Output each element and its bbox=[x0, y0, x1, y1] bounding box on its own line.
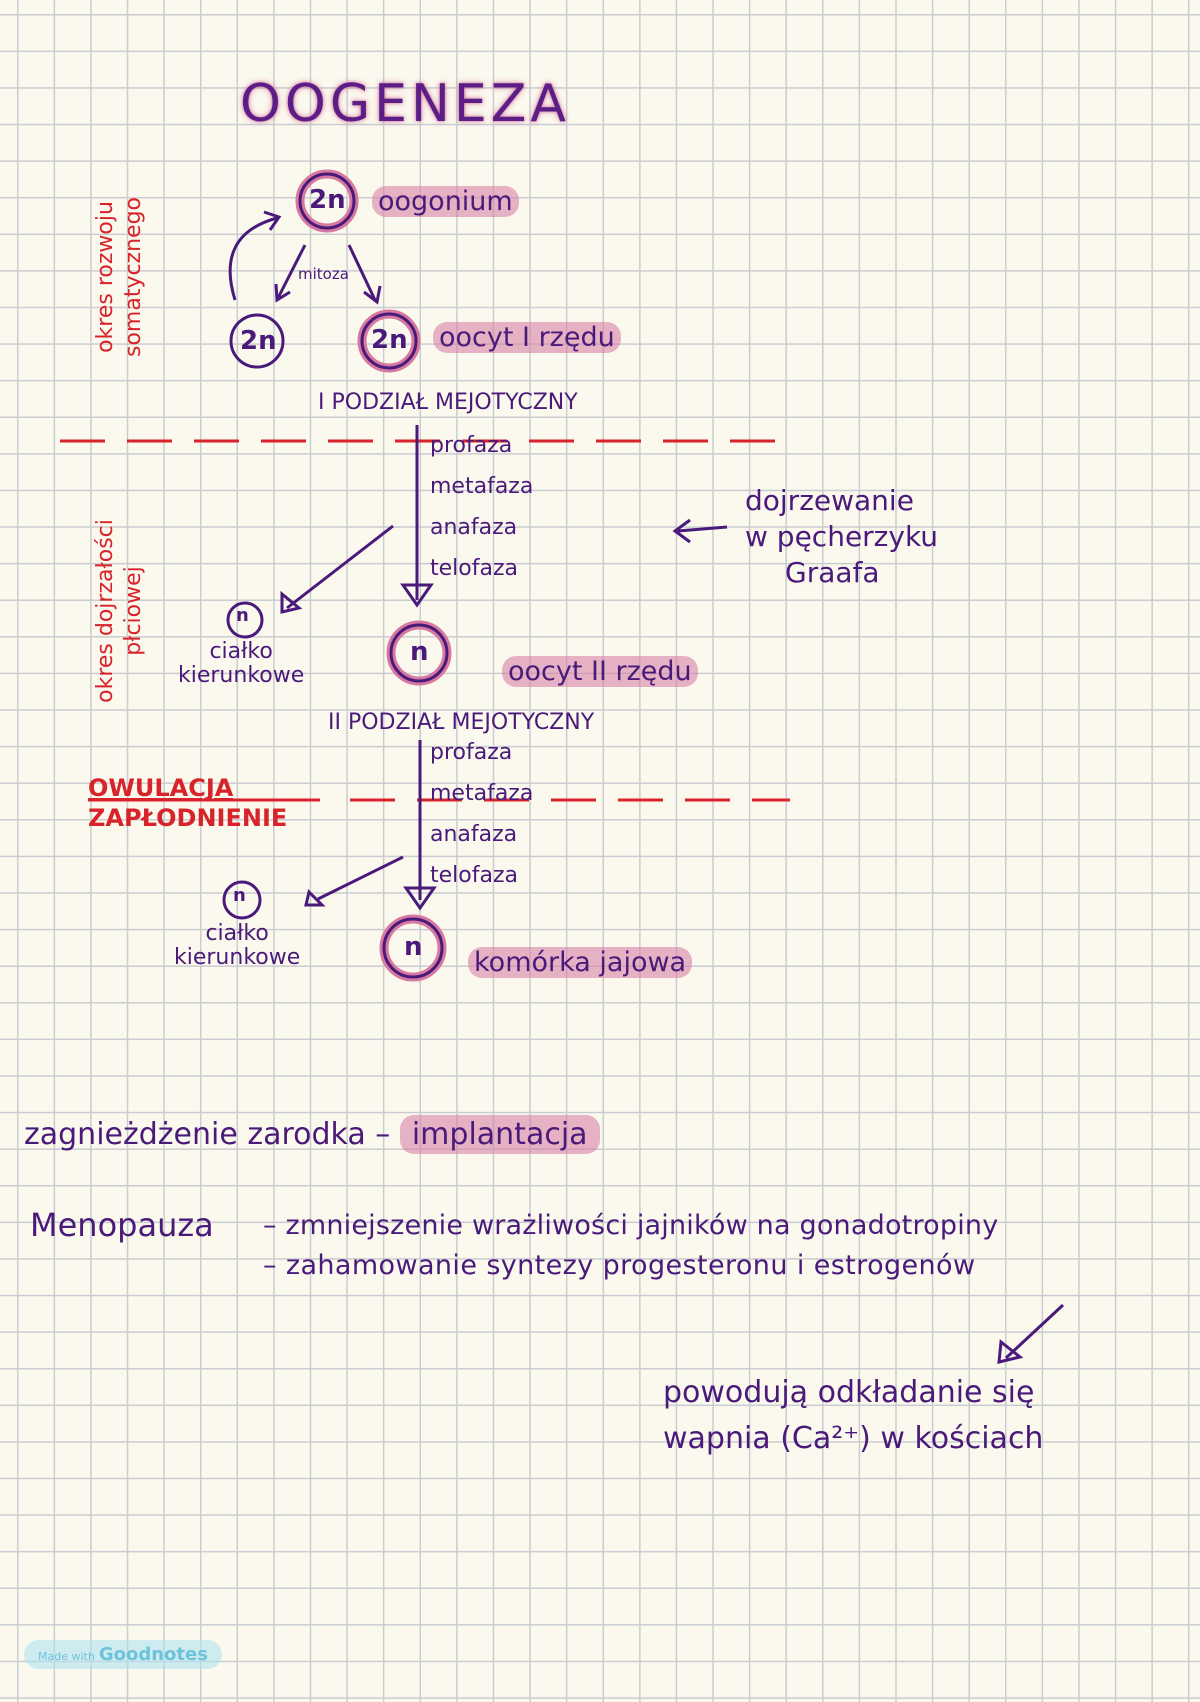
polar-body1-label: ciałko kierunkowe bbox=[178, 639, 305, 688]
oogonium-ploidy: 2n bbox=[309, 185, 346, 215]
maturation-note: dojrzewanie w pęcherzyku Graafa bbox=[745, 484, 939, 589]
menopause-result: powodują odkładanie się wapnia (Ca²⁺) w … bbox=[663, 1375, 1044, 1456]
meiosis2-polar-arrow bbox=[317, 855, 404, 901]
oocyte1-label: oocyt I rzędu bbox=[433, 322, 621, 353]
phase-item: telofaza bbox=[430, 863, 518, 888]
oogonium-label: oogonium bbox=[372, 186, 519, 217]
menopause-arrow bbox=[1004, 1303, 1065, 1360]
phase-item: profaza bbox=[430, 433, 513, 458]
mitosis-loop-arrow bbox=[228, 216, 278, 301]
phase-item: profaza bbox=[430, 740, 513, 765]
oocyte1-ploidy: 2n bbox=[371, 325, 408, 355]
page-title: OOGENEZA bbox=[240, 74, 570, 134]
fertilization-label: ZAPŁODNIENIE bbox=[88, 804, 288, 832]
polar-body2-ploidy: n bbox=[233, 885, 246, 906]
division2-label: II PODZIAŁ MEJOTYCZNY bbox=[328, 710, 595, 735]
mitosis-arrow-left bbox=[276, 244, 307, 299]
division1-label: I PODZIAŁ MEJOTYCZNY bbox=[318, 390, 578, 415]
daughter-cell bbox=[229, 313, 285, 369]
polar-body1-ploidy: n bbox=[236, 605, 249, 626]
egg-label: komórka jajowa bbox=[468, 947, 693, 978]
maturation-note-arrow bbox=[677, 525, 728, 533]
daughter-ploidy: 2n bbox=[240, 326, 277, 356]
egg-ploidy: n bbox=[404, 932, 423, 962]
menopause-term: Menopauza bbox=[30, 1206, 214, 1244]
oocyte2-label: oocyt II rzędu bbox=[502, 656, 698, 687]
polar-body2-cell bbox=[222, 880, 262, 920]
phase-item: anafaza bbox=[430, 515, 518, 540]
mitosis-label: mitoza bbox=[298, 265, 349, 283]
phase-item: metafaza bbox=[430, 781, 534, 806]
division2-phases: profaza metafaza anafaza telofaza bbox=[430, 732, 533, 896]
ovulation-label: OWULACJA bbox=[88, 774, 234, 802]
polar-body2-label: ciałko kierunkowe bbox=[174, 921, 301, 970]
mitosis-arrow-right bbox=[347, 244, 377, 301]
division1-phases: profaza metafaza anafaza telofaza bbox=[430, 425, 533, 589]
polar-body1-cell bbox=[226, 601, 264, 639]
menopause-line1: – zmniejszenie wrażliwości jajników na g… bbox=[263, 1210, 999, 1241]
phase-item: metafaza bbox=[430, 474, 534, 499]
oocyte2-ploidy: n bbox=[410, 637, 429, 667]
implantation-line: zagnieżdżenie zarodka – implantacja bbox=[24, 1115, 600, 1154]
phase-item: telofaza bbox=[430, 556, 518, 581]
menopause-line2: – zahamowanie syntezy progesteronu i est… bbox=[263, 1250, 976, 1281]
meiosis1-polar-arrow bbox=[286, 524, 394, 610]
implantation-highlight: implantacja bbox=[399, 1115, 600, 1154]
phase-item: anafaza bbox=[430, 822, 518, 847]
